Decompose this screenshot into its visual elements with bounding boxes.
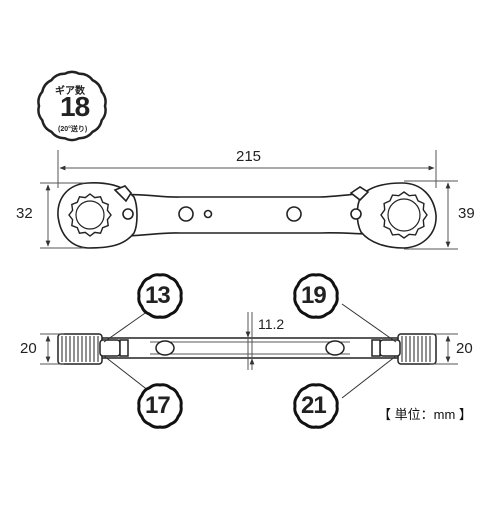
wrench-left-ear bbox=[113, 185, 132, 203]
side-left-head bbox=[57, 333, 103, 365]
left-pivot-hole bbox=[122, 208, 134, 220]
side-right-spacer bbox=[371, 339, 381, 357]
side-right-collar bbox=[379, 339, 401, 357]
gear-badge-title: ギア数 bbox=[55, 86, 85, 97]
wrench-top-view bbox=[57, 182, 437, 249]
side-bar bbox=[99, 337, 401, 359]
left-height-dimension: 32 bbox=[16, 205, 33, 222]
side-dimension-lines bbox=[40, 312, 458, 370]
gear-badge-value: 18 bbox=[60, 91, 90, 122]
gear-badge-note: (20°送り) bbox=[58, 126, 88, 133]
size-13-label: 13 bbox=[145, 282, 171, 309]
gear-count-badge bbox=[37, 70, 107, 142]
right-width-dimension: 20 bbox=[456, 340, 473, 357]
right-socket-inner bbox=[387, 198, 421, 232]
size-17-label: 17 bbox=[145, 392, 171, 419]
size-badge-19-icon bbox=[293, 273, 339, 319]
left-ratchet-ridges bbox=[61, 336, 99, 362]
right-ratchet-ridges bbox=[401, 336, 431, 362]
side-rivet-1 bbox=[155, 340, 175, 356]
thickness-dimension: 11.2 bbox=[258, 316, 285, 332]
wrench-right-ear bbox=[349, 186, 370, 202]
bar-hole-1 bbox=[178, 206, 194, 222]
bar-hole-3 bbox=[286, 206, 302, 222]
size-21-label: 21 bbox=[301, 392, 327, 419]
unit-label: 【 単位：mm 】 bbox=[378, 407, 472, 422]
size-badge-17-icon bbox=[137, 383, 183, 429]
size-badge-13-icon bbox=[137, 273, 183, 319]
left-socket-inner bbox=[75, 200, 105, 230]
side-left-collar bbox=[99, 339, 121, 357]
top-dimension-lines bbox=[40, 150, 458, 250]
left-width-dimension: 20 bbox=[20, 340, 37, 357]
size-19-label: 19 bbox=[301, 282, 327, 309]
size-badge-21-icon bbox=[293, 383, 339, 429]
wrench-bar bbox=[109, 192, 389, 237]
gear-badge-outline-icon bbox=[37, 70, 107, 142]
length-dimension: 215 bbox=[236, 148, 262, 165]
bar-hole-2 bbox=[203, 209, 213, 219]
side-left-spacer bbox=[119, 339, 129, 357]
wrench-side-view bbox=[57, 333, 437, 365]
side-rivet-2 bbox=[325, 340, 345, 356]
right-pivot-hole bbox=[350, 208, 362, 220]
right-height-dimension: 39 bbox=[458, 205, 475, 222]
